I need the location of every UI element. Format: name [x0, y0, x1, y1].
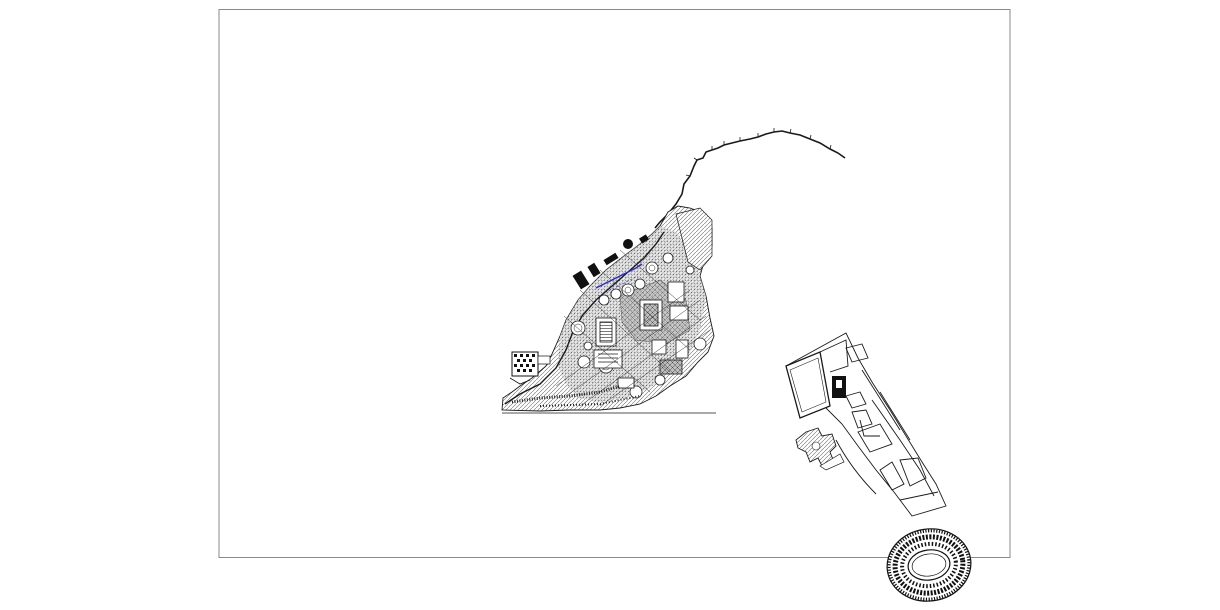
blue-accent-wall — [595, 263, 643, 289]
amphitheatre-plan — [886, 528, 972, 602]
boundary-wall-ticks — [685, 128, 832, 177]
boundary-wall-line — [654, 130, 846, 229]
secondary-site-plan — [785, 332, 947, 517]
west-pavilion — [509, 351, 551, 385]
cruciform-building — [795, 427, 845, 471]
main-city-plan — [501, 205, 716, 414]
sheet-border — [218, 9, 1011, 558]
